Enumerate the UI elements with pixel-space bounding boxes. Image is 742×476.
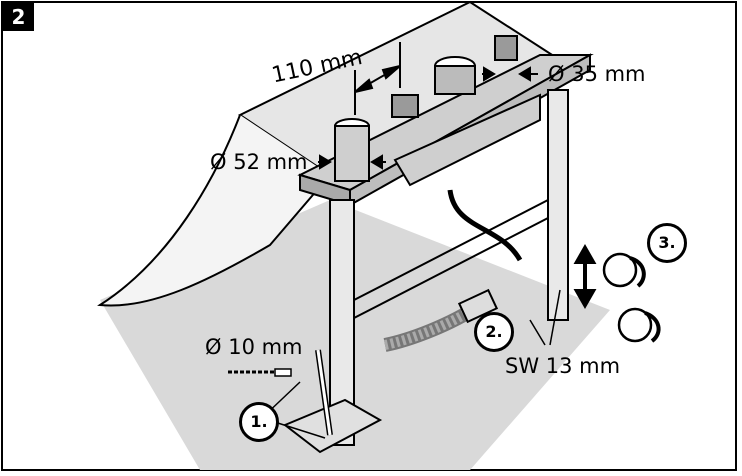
height-adjust-arrow — [573, 243, 597, 310]
dimension-35mm-label: Ø 35 mm — [548, 62, 646, 86]
step-number-badge: 2 — [3, 3, 34, 31]
callout-step-3: 3. — [647, 223, 687, 263]
callout-step-2: 2. — [474, 312, 514, 352]
dimension-arrows-35 — [482, 66, 538, 82]
rotation-arrows — [602, 252, 661, 343]
drill-bit — [228, 368, 292, 377]
dimension-arrows-52 — [318, 154, 386, 170]
dimension-arrows-110 — [354, 42, 401, 115]
callout-step-1: 1. — [239, 402, 279, 442]
dimension-52mm-label: Ø 52 mm — [210, 150, 308, 174]
wrench-size-label: SW 13 mm — [505, 354, 621, 378]
valve-body — [334, 35, 541, 262]
dimension-10mm-label: Ø 10 mm — [205, 335, 303, 359]
